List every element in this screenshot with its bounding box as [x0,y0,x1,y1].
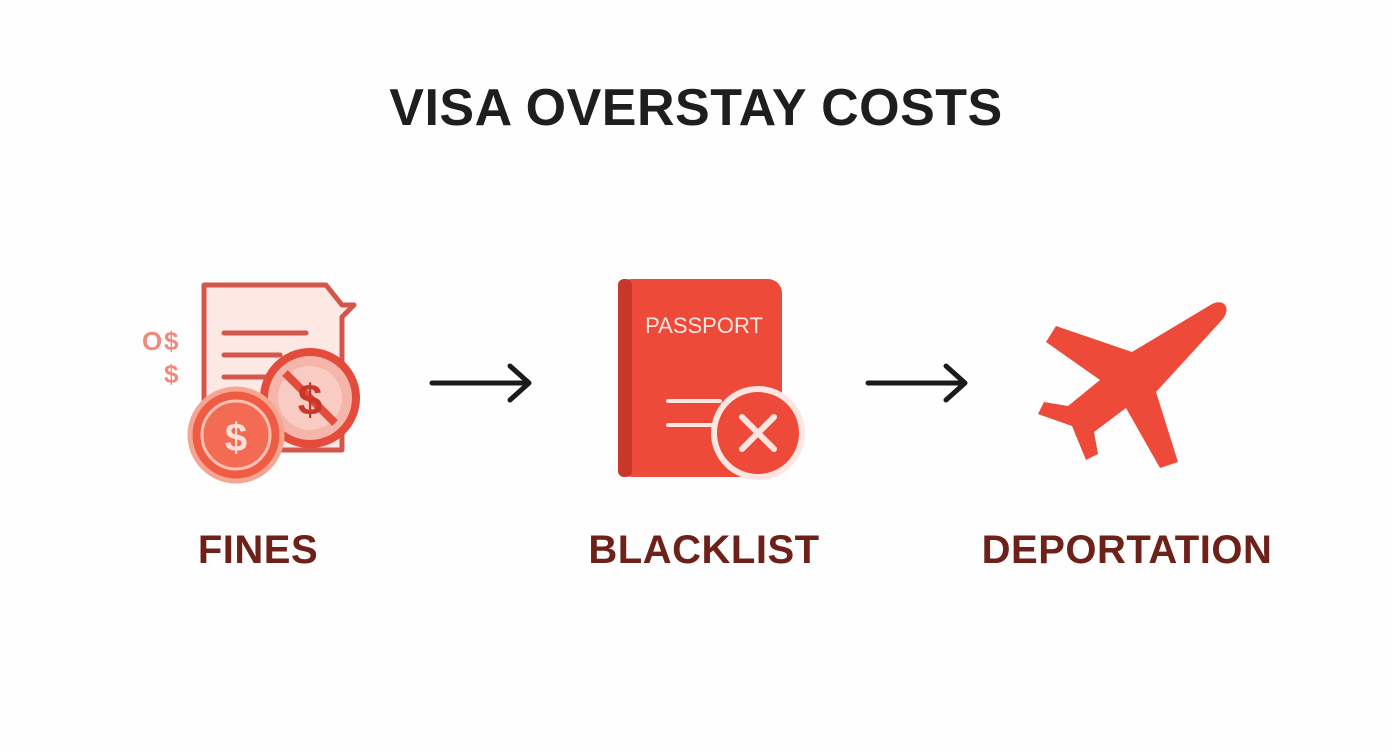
arrow-right-icon [864,360,974,411]
small-coin-mark: O [142,326,162,356]
step-label-blacklist: BLACKLIST [588,528,820,572]
small-dollar-mark-2: $ [164,359,179,389]
airplane-icon [1028,296,1233,471]
step-label-fines: FINES [197,528,319,572]
step-label-deportation: DEPORTATION [981,528,1273,572]
diagram-title: VISA OVERSTAY COSTS [389,79,1003,137]
passport-x-icon: PASSPORT [612,275,812,485]
small-dollar-icons: O $ $ [142,326,179,389]
fines-icon: O $ $ $ $ [130,275,370,490]
arrow-right-icon [428,360,538,411]
small-dollar-mark-1: $ [164,326,179,356]
back-coin-dollar: $ [298,376,322,425]
front-coin-dollar: $ [225,416,247,460]
passport-text: PASSPORT [645,313,763,338]
